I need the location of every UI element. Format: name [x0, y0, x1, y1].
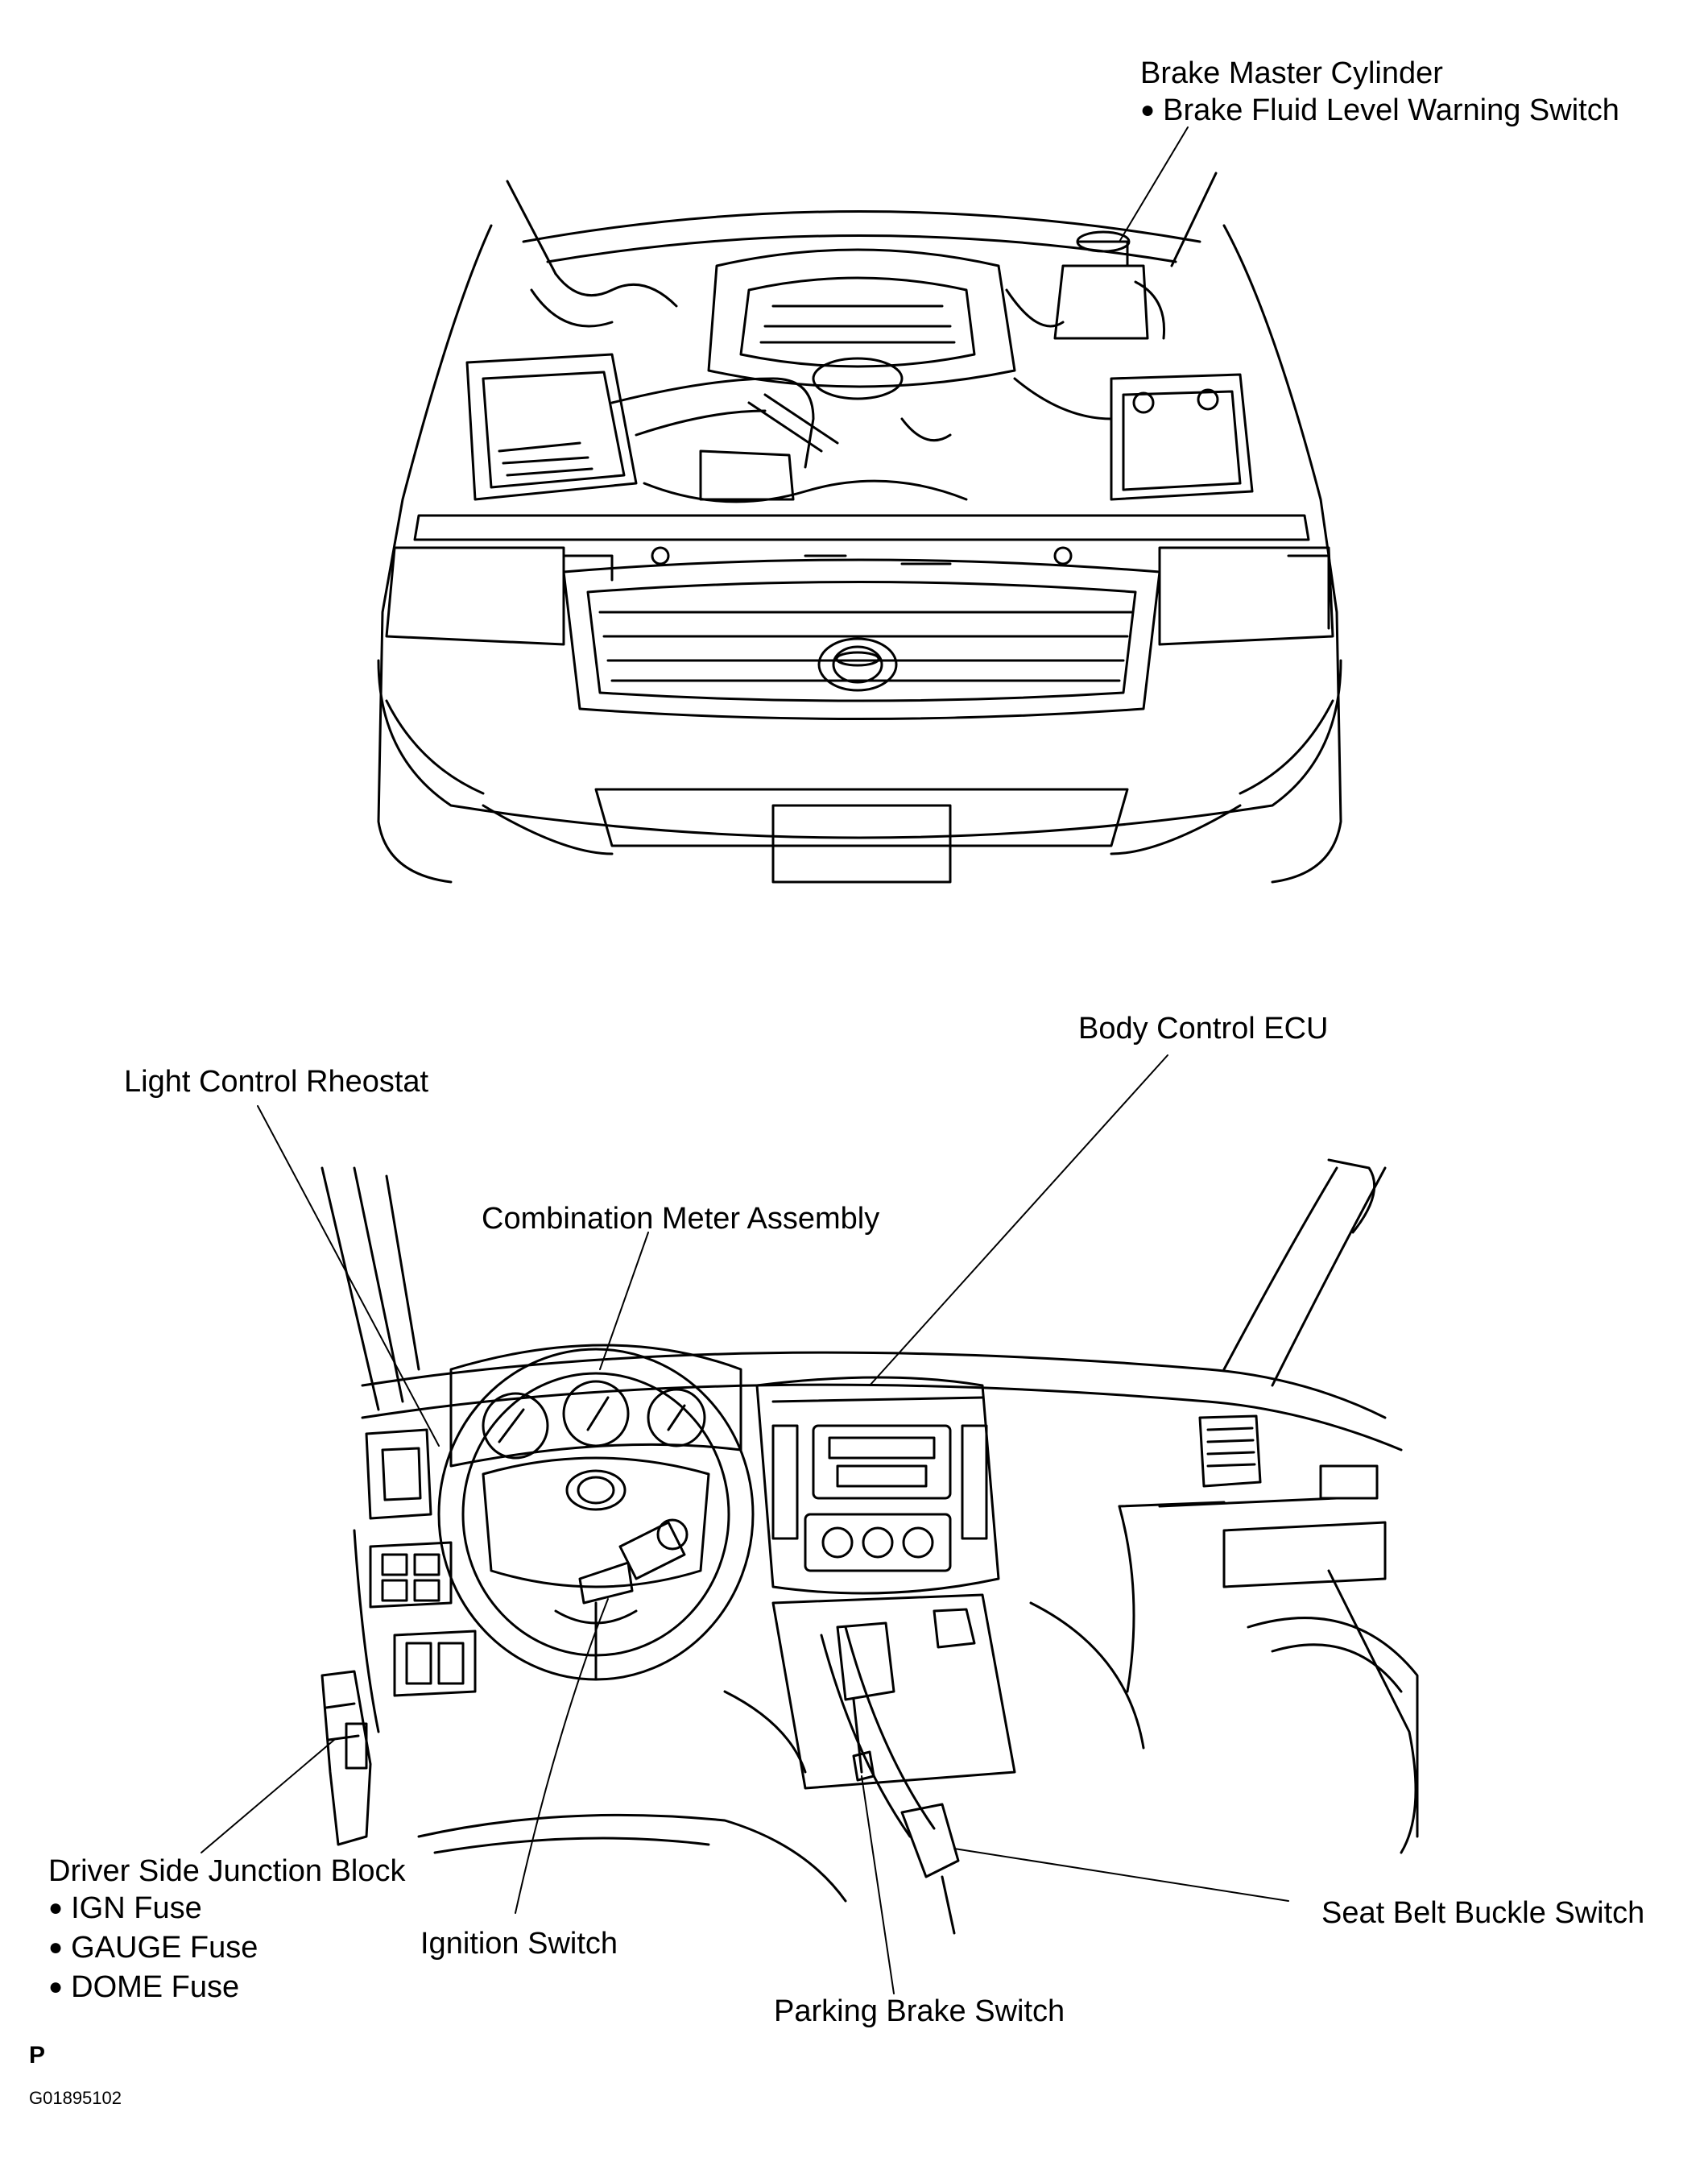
footer-letter: P [29, 2042, 46, 2069]
label-dome-fuse: DOME Fuse [48, 1969, 406, 2008]
label-brake-master-cylinder: Brake Master Cylinder Brake Fluid Level … [1140, 55, 1619, 131]
label-seat-belt-title: Seat Belt Buckle Switch [1321, 1896, 1645, 1930]
label-parking-brake-title: Parking Brake Switch [774, 1994, 1065, 2028]
label-light-control-rheostat: Light Control Rheostat [124, 1063, 428, 1100]
label-gauge-fuse: GAUGE Fuse [48, 1929, 406, 1969]
label-light-rheostat-title: Light Control Rheostat [124, 1065, 429, 1099]
label-body-ecu-title: Body Control ECU [1078, 1012, 1329, 1046]
label-seat-belt-buckle-switch: Seat Belt Buckle Switch [1321, 1895, 1644, 1932]
label-brake-fluid-switch: Brake Fluid Level Warning Switch [1140, 92, 1619, 131]
label-ignition-switch: Ignition Switch [420, 1925, 618, 1962]
interior-dash-drawing [321, 1158, 1419, 1935]
label-body-control-ecu: Body Control ECU [1078, 1010, 1328, 1047]
label-driver-side-junction-block: Driver Side Junction Block IGN Fuse GAUG… [48, 1853, 406, 2008]
label-brake-master-title: Brake Master Cylinder [1140, 56, 1443, 90]
label-junction-block-title: Driver Side Junction Block [48, 1854, 406, 1888]
label-parking-brake-switch: Parking Brake Switch [774, 1993, 1065, 2030]
label-ign-fuse: IGN Fuse [48, 1890, 406, 1929]
label-ignition-switch-title: Ignition Switch [420, 1927, 618, 1961]
footer-code: G01895102 [29, 2088, 122, 2108]
label-combination-meter: Combination Meter Assembly [482, 1200, 879, 1237]
label-combo-meter-title: Combination Meter Assembly [482, 1202, 880, 1236]
engine-bay-drawing [377, 172, 1342, 884]
leader-lines [201, 126, 1289, 1994]
